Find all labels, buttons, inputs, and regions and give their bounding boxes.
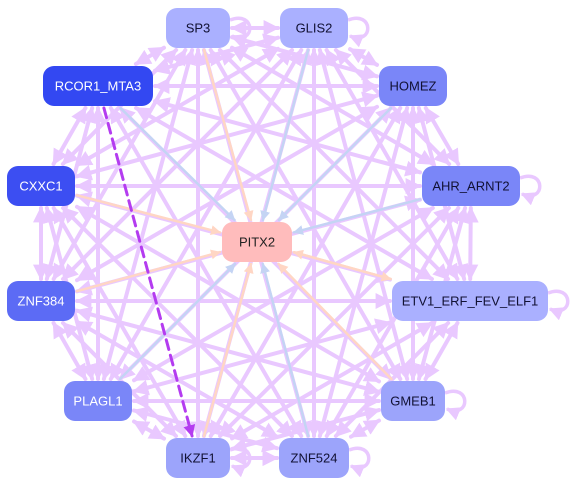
edge-glis2-to-pitx2	[260, 48, 310, 222]
node-znf384[interactable]: ZNF384	[7, 281, 75, 321]
node-box[interactable]	[64, 381, 132, 421]
node-cxxc1[interactable]: CXXC1	[7, 166, 75, 206]
edge-homez-to-pitx2	[277, 106, 393, 222]
self-loops-layer	[229, 16, 570, 478]
edge-rcor1_mta3-to-ikzf1	[102, 106, 196, 438]
edge-gmeb1-to-pitx2	[277, 262, 393, 381]
self-loop-etv1_erf_fev_elf1	[547, 289, 570, 321]
edge-rcor1_mta3-to-pitx2	[119, 106, 236, 222]
edge-glis2-to-homez	[348, 47, 379, 67]
node-glis2[interactable]: GLIS2	[280, 8, 348, 48]
node-ikzf1[interactable]: IKZF1	[166, 438, 230, 478]
edge-ahr_arnt2-to-pitx2	[292, 198, 422, 235]
node-box[interactable]	[222, 222, 292, 262]
node-znf524[interactable]: ZNF524	[279, 438, 349, 478]
self-loop-znf524	[348, 446, 371, 478]
self-loop-ikzf1	[229, 446, 252, 478]
edge-pitx2-to-etv1_erf_fev_elf1	[292, 250, 392, 282]
node-ahr-arnt2[interactable]: AHR_ARNT2	[422, 166, 520, 206]
node-box[interactable]	[43, 66, 153, 106]
node-box[interactable]	[279, 438, 349, 478]
edge-gmeb1-to-znf524	[349, 418, 381, 439]
edge-cxxc1-to-pitx2	[75, 194, 222, 235]
edge-ikzf1-to-pitx2	[202, 262, 254, 438]
node-pitx2[interactable]: PITX2	[222, 222, 292, 262]
node-box[interactable]	[280, 8, 348, 48]
node-homez[interactable]: HOMEZ	[379, 66, 447, 106]
node-etv1-erf-fev-elf1[interactable]: ETV1_ERF_FEV_ELF1	[392, 281, 548, 321]
edge-plagl1-to-ikzf1	[132, 419, 166, 441]
node-box[interactable]	[7, 166, 75, 206]
self-loop-gmeb1	[444, 389, 467, 421]
self-loop-ahr_arnt2	[519, 174, 542, 206]
self-loop-glis2	[347, 16, 370, 48]
edge-plagl1-to-pitx2	[118, 262, 237, 381]
edge-znf524-to-pitx2	[260, 262, 310, 438]
node-box[interactable]	[7, 281, 75, 321]
edge-sp3-to-pitx2	[202, 48, 254, 222]
edge-sp3-to-rcor1_mta3	[133, 45, 166, 66]
self-loop-sp3	[229, 16, 252, 48]
node-box[interactable]	[379, 66, 447, 106]
node-plagl1[interactable]: PLAGL1	[64, 381, 132, 421]
node-sp3[interactable]: SP3	[166, 8, 230, 48]
edge-ahr_arnt2-to-etv1_erf_fev_elf1	[462, 206, 479, 281]
node-box[interactable]	[166, 438, 230, 478]
node-box[interactable]	[422, 166, 520, 206]
node-box[interactable]	[392, 281, 548, 321]
node-box[interactable]	[381, 381, 445, 421]
edge-rcor1_mta3-to-ahr_arnt2	[153, 97, 422, 177]
node-rcor1-mta3[interactable]: RCOR1_MTA3	[43, 66, 153, 106]
node-gmeb1[interactable]: GMEB1	[381, 381, 445, 421]
node-box[interactable]	[166, 8, 230, 48]
